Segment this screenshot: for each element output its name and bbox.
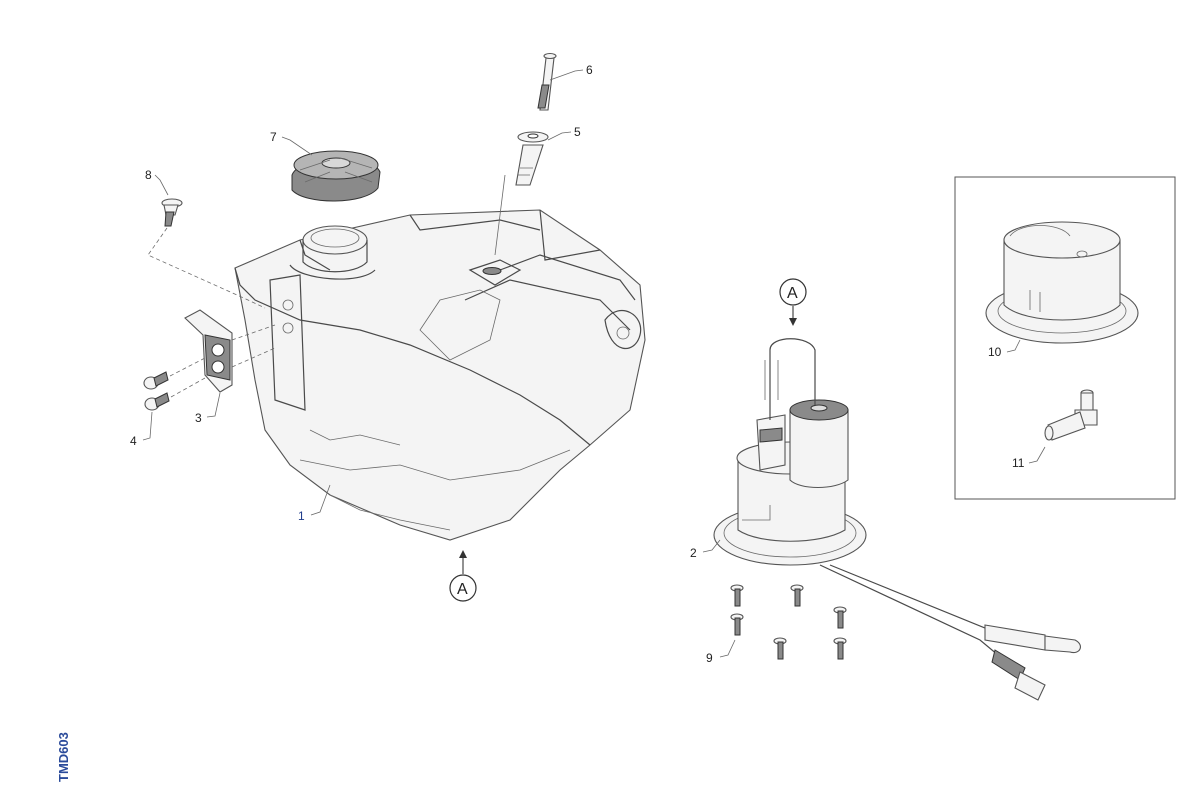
view-marker-pump: A: [779, 278, 807, 326]
callout-2: 2: [690, 546, 697, 560]
screw-9d: [730, 613, 744, 636]
screw-9e: [773, 637, 787, 660]
callout-11: 11: [1012, 456, 1025, 470]
callout-5: 5: [574, 125, 581, 139]
pump-housing-10: [985, 221, 1139, 344]
figure-code: TMD603: [56, 732, 71, 782]
fuel-cap: [291, 150, 381, 202]
callout-10: 10: [988, 345, 1002, 359]
callout-3: 3: [195, 411, 202, 425]
long-screw: [537, 52, 557, 111]
screw-9f: [833, 637, 847, 660]
callout-9: 9: [706, 651, 713, 665]
screw-9c: [833, 606, 847, 629]
svg-text:A: A: [457, 581, 468, 598]
callout-7: 7: [270, 130, 277, 144]
screw-8: [147, 198, 266, 309]
callout-4: 4: [130, 434, 137, 448]
svg-text:A: A: [787, 285, 798, 302]
screw-9a: [730, 584, 744, 607]
detail-box: [954, 176, 1176, 500]
view-marker-tank: A: [449, 550, 477, 602]
fuel-pump: [713, 338, 1081, 701]
breather-nipple: [515, 131, 549, 186]
elbow-fitting-11: [1044, 389, 1098, 441]
screws-9: [730, 584, 847, 660]
callout-6: 6: [586, 63, 593, 77]
fuel-tank: [234, 174, 646, 541]
callout-labels: 1 2 3 4 5 6 7 8 9 10 11: [130, 63, 1025, 665]
screw-9b: [790, 584, 804, 607]
callout-1: 1: [298, 509, 305, 523]
leader-lines: [142, 69, 1046, 658]
bracket-3: [184, 309, 276, 393]
screws-4: [143, 357, 206, 411]
callout-8: 8: [145, 168, 152, 182]
